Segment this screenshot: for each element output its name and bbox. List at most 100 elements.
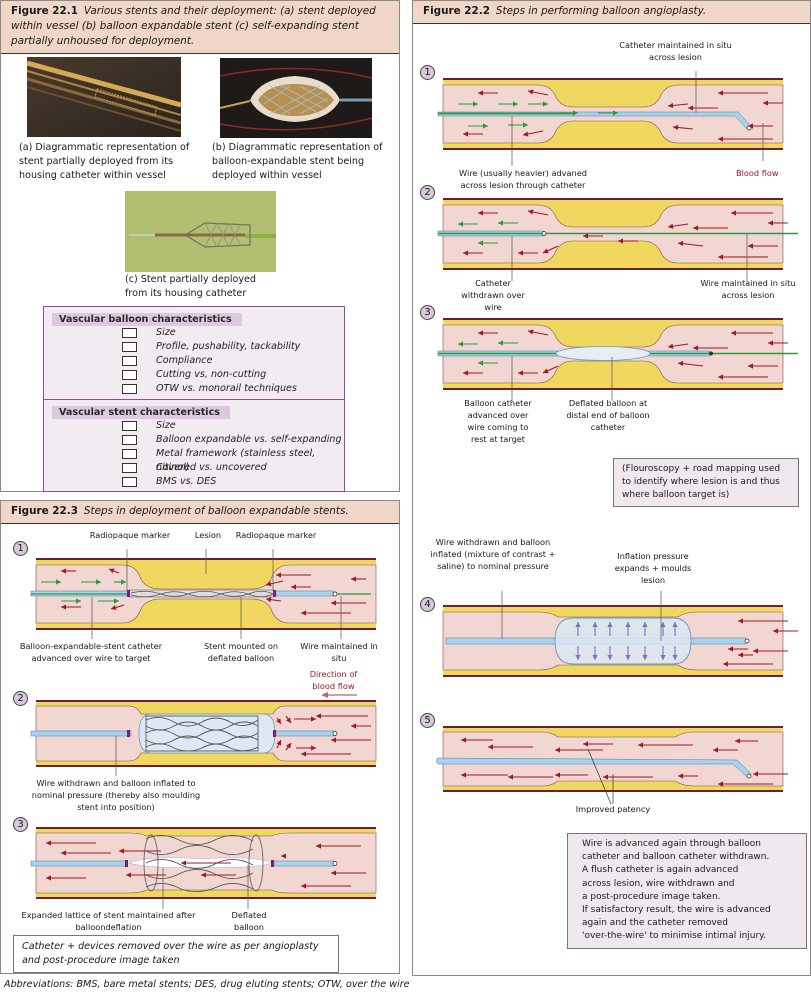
arrowhead-icon [723,661,728,667]
checklist-item: Size [44,419,344,433]
arrowhead-icon [46,840,51,846]
figure-22-1-title: Various stents and their deployment: (a)… [11,5,376,47]
note-line: A flush catheter is again advanced [582,865,739,876]
blood-flow-arrows [41,568,366,616]
arrowhead-icon [478,330,483,336]
arrowhead-icon [678,773,683,779]
checklist-item-label: OTW vs. monorail techniques [156,383,297,394]
arrowhead-icon [463,250,468,256]
arrowhead-icon [528,329,534,335]
abbreviations-footnote: Abbreviations: BMS, bare metal stents; D… [4,979,410,990]
arrowhead-icon [528,89,534,95]
arrowhead-icon [672,655,678,660]
checklist-item-label: Profile, pushability, tackability [156,341,301,352]
arrowhead-icon [748,243,753,249]
arrowhead-icon [331,737,336,743]
checklist-item: Compliance [44,354,344,368]
arrowhead-icon [473,101,478,107]
checkbox[interactable] [122,449,137,459]
arrowhead-icon [111,605,117,611]
arrowhead-icon [668,343,674,349]
arrowhead-icon [76,598,81,604]
arrowhead-icon [61,568,66,574]
arrowhead-icon [461,772,466,778]
checkbox[interactable] [122,463,137,473]
arrowhead-icon [543,368,549,374]
checkbox[interactable] [122,342,137,352]
stent-mounted-label: Stent mounted on deflated balloon [203,641,279,663]
radiopaque-marker-left-label: Radiopaque marker [89,530,171,540]
blood-flow-arrows [458,89,783,142]
step-number-badge: 2 [420,185,435,200]
final-procedure-note: Wire is advanced again through balloon c… [567,833,807,949]
checkbox[interactable] [122,477,137,487]
balloon-catheter-advanced-label: Balloon catheter advanced over wire comi… [464,398,532,444]
arrowhead-icon [46,875,51,881]
checkbox[interactable] [122,370,137,380]
arrowhead-icon [276,718,281,724]
arrowhead-icon [301,883,306,889]
wire-maintained-label: Wire maintained in situ across lesion [700,278,796,300]
note-line: 'over-the-wire' to minimise intimal inju… [582,931,767,942]
arrowhead-icon [768,220,773,226]
arrowhead-icon [478,240,483,246]
arrowhead-icon [518,370,523,376]
arrowhead-icon [753,648,758,654]
arrowhead-icon [763,100,768,106]
checkbox[interactable] [122,356,137,366]
arrowhead-icon [678,241,684,247]
arrowhead-icon [351,723,356,729]
checkbox[interactable] [122,435,137,445]
note-line: across lesion, wire withdrawn and [582,878,735,889]
arrowhead-icon [575,655,581,660]
figure-22-2-number: Figure 22.2 [423,5,490,17]
arrowhead-icon [201,872,206,878]
checklist-item-label: Covered vs. uncovered [156,462,267,473]
note-line: catheter and balloon catheter withdrawn. [582,852,770,863]
checklist-item-label: Balloon expandable vs. self-expanding [156,434,342,445]
arrowhead-icon [618,238,623,244]
figure-22-2-title: Steps in performing balloon angioplasty. [495,5,707,17]
balloon-characteristics-title: Vascular balloon characteristics [52,313,242,326]
checklist-item: Size [44,326,344,340]
arrowhead-icon [301,751,306,757]
arrowhead-icon [291,584,296,590]
checklist-item-label: Compliance [156,355,213,366]
arrowhead-icon [311,745,316,751]
catheter-maintained-label: Catheter maintained in situ across lesio… [619,40,732,62]
step-number-badge: 3 [420,305,435,320]
arrowhead-icon [528,209,534,215]
arrowhead-icon [119,848,124,854]
flow-direction-arrow-icon [321,692,357,698]
improved-patency-label: Improved patency [575,804,651,814]
balloon-inflated-nominal-label: Wire withdrawn and balloon inflated (mix… [430,537,556,571]
arrowhead-icon [498,220,503,226]
arrowhead-icon [768,340,773,346]
arrowhead-icon [281,853,286,859]
checkbox[interactable] [122,421,137,431]
arrowhead-icon [638,742,643,748]
checklist-item: OTW vs. monorail techniques [44,382,344,396]
arrowhead-icon [642,622,648,627]
arrowhead-icon [458,341,463,347]
arrowhead-icon [592,655,598,660]
angioplasty-step1-diagram [437,71,784,166]
arrowhead-icon [266,597,272,603]
arrowhead-icon [693,345,698,351]
checklist-item-label: BMS vs. DES [156,476,217,487]
arrowhead-icon [498,340,503,346]
arrowhead-icon [718,136,723,142]
arrowhead-icon [693,225,698,231]
checkbox[interactable] [122,328,137,338]
stent-photo-a-caption: (a) Diagrammatic representation of stent… [19,142,190,181]
angioplasty-step4-diagram [442,591,798,677]
stent-step2-diagram [30,700,377,776]
arrowhead-icon [583,233,588,239]
checkbox[interactable] [122,384,137,394]
balloon-inflated-label: Wire withdrawn and balloon inflated to n… [31,778,201,812]
fluoroscopy-note: (Flouroscopy + road mapping used to iden… [613,458,799,507]
checklist-item: Metal framework (stainless steel, nitino… [44,447,344,473]
